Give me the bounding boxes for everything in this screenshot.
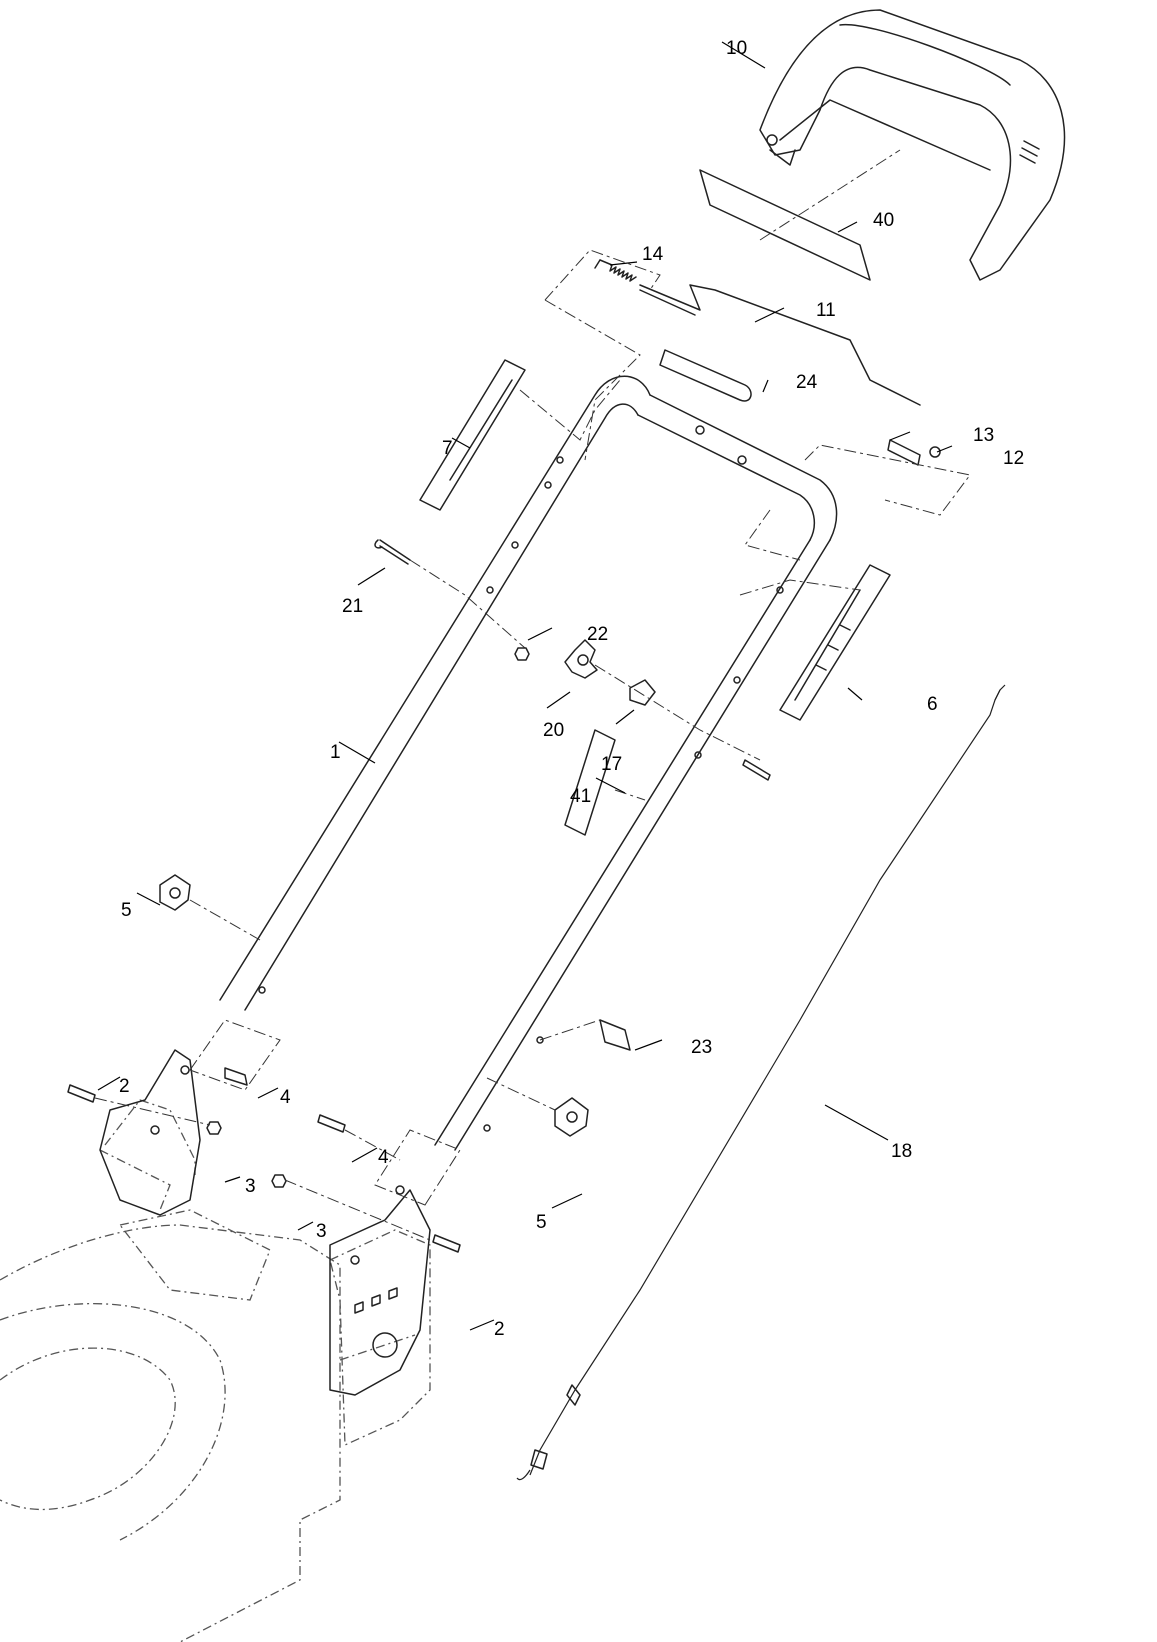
fasteners-right [271, 1114, 461, 1253]
callout-40: 40 [873, 210, 894, 231]
callout-14: 14 [642, 244, 664, 265]
cable-clip [539, 1019, 631, 1051]
callout-1: 1 [330, 742, 341, 763]
callout-12: 12 [1003, 448, 1024, 469]
callout-2-right: 2 [494, 1319, 505, 1340]
right-handle-bracket [329, 1185, 431, 1396]
grip-pad [699, 149, 901, 281]
upper-handle-grip [759, 9, 1066, 281]
knob-and-fastener [564, 639, 771, 836]
control-cable [516, 684, 1006, 1481]
callout-18: 18 [891, 1141, 912, 1162]
callout-labels: 1 2 2 3 3 4 4 5 5 6 7 10 11 12 13 14 17 … [119, 38, 1024, 1340]
callout-4-left: 4 [280, 1087, 291, 1108]
left-rail [419, 359, 621, 511]
callout-3-right: 3 [316, 1221, 327, 1242]
clevis-pin [374, 539, 530, 661]
left-handle-bracket [99, 1049, 201, 1216]
callout-24: 24 [796, 372, 818, 393]
callout-21: 21 [342, 596, 363, 617]
callout-13: 13 [973, 425, 994, 446]
callout-41: 41 [570, 786, 591, 807]
right-rail [739, 564, 891, 721]
callout-11: 11 [816, 300, 836, 321]
callout-10: 10 [726, 38, 747, 59]
callout-3-left: 3 [245, 1176, 256, 1197]
knob-lower-right [486, 1077, 589, 1137]
leader-lines [97, 41, 953, 1331]
tube-sleeve [659, 349, 752, 402]
fasteners-left [67, 1067, 248, 1135]
spring [544, 249, 661, 461]
callout-2-left: 2 [119, 1076, 130, 1097]
knob-upper-left [159, 874, 261, 941]
callout-5-lower: 5 [536, 1212, 547, 1233]
callout-23: 23 [691, 1037, 712, 1058]
callout-20: 20 [543, 720, 564, 741]
callout-4-right: 4 [378, 1147, 389, 1168]
callout-17: 17 [601, 754, 622, 775]
callout-5-upper: 5 [121, 900, 132, 921]
callout-22: 22 [587, 624, 608, 645]
bail-pivot [744, 439, 971, 561]
callout-6: 6 [927, 694, 938, 715]
bail-rod [639, 284, 921, 406]
mower-deck [0, 1099, 431, 1642]
handle-frame [189, 375, 838, 1206]
callout-7: 7 [442, 438, 453, 459]
